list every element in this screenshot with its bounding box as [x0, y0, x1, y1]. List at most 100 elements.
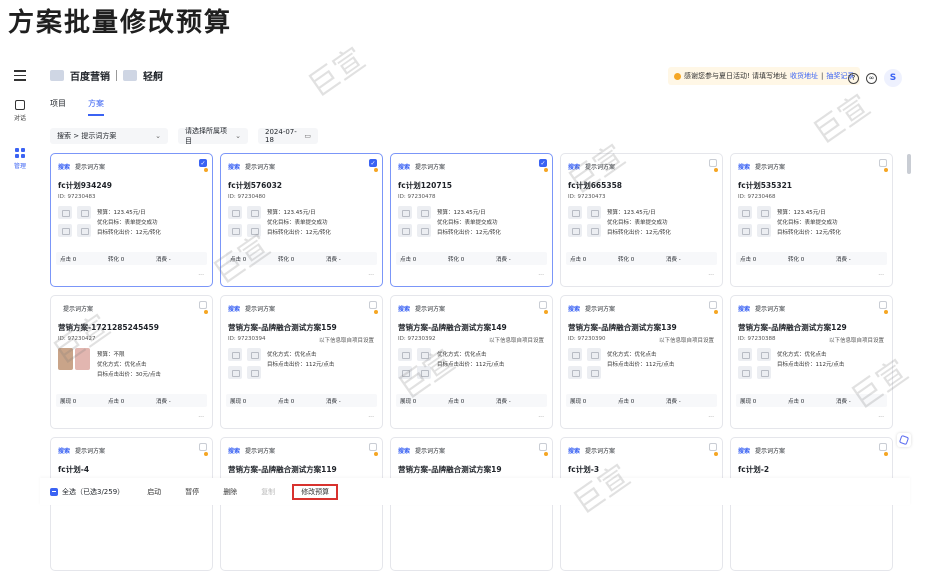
brand-logo: [50, 70, 64, 81]
stat-item: 点击 0: [788, 398, 805, 405]
help-icon[interactable]: ?: [848, 72, 859, 84]
plan-type-tag: 提示词方案: [63, 306, 94, 313]
status-dot: [714, 168, 718, 172]
card-checkbox[interactable]: [369, 443, 377, 451]
plan-name: fc计划-3: [568, 465, 600, 474]
delete-button[interactable]: 删除: [223, 487, 238, 496]
stat-item: 展现 0: [60, 398, 77, 405]
card-checkbox[interactable]: [709, 443, 717, 451]
stat-item: 展现 0: [230, 398, 247, 405]
creative-thumbnails: [738, 206, 771, 237]
address-link[interactable]: 收货地址: [790, 72, 819, 80]
plan-name: 营销方案-品牌融合测试方案149: [398, 323, 507, 332]
link-icon[interactable]: ∞: [866, 72, 877, 84]
edit-budget-button[interactable]: 修改预算: [292, 483, 339, 500]
plan-settings: 预算：不限优化方式：优化点击目标点击出价：30元/点击: [97, 350, 161, 380]
more-icon[interactable]: ···: [708, 414, 714, 421]
pause-button[interactable]: 暂停: [185, 487, 200, 496]
select-all-checkbox[interactable]: 全选（已选3/259）: [50, 487, 124, 497]
plan-settings: 优化方式：优化点击目标点击出价：112元/点击: [267, 350, 334, 370]
plan-name: 营销方案-品牌融合测试方案159: [228, 323, 337, 332]
tab-project[interactable]: 项目: [50, 99, 66, 108]
stat-item: 消费 -: [156, 398, 171, 405]
plan-type-tag: 提示词方案: [415, 448, 446, 455]
project-select[interactable]: 请选择所属项目 ⌄: [178, 127, 248, 145]
status-dot: [884, 310, 888, 314]
checkbox-indeterminate-icon: [50, 487, 58, 496]
plan-type-tag: 提示词方案: [585, 306, 616, 313]
plan-type-tag: 提示词方案: [415, 306, 446, 313]
card-header: 搜索提示词方案: [398, 304, 445, 313]
lottery-record-link[interactable]: 抽奖记录: [826, 72, 855, 80]
more-icon[interactable]: ···: [878, 414, 884, 421]
creative-thumbnails: [228, 206, 261, 237]
card-header: 搜索提示词方案: [568, 446, 615, 455]
nav-item-manage[interactable]: 管理: [0, 148, 40, 170]
tab-plan[interactable]: 方案: [88, 98, 104, 116]
card-checkbox[interactable]: [879, 159, 887, 167]
plan-name: fc计划576032: [228, 181, 283, 190]
notice-banner: 感谢您参与夏日活动! 请填写地址 收货地址 | 抽奖记录: [668, 67, 861, 85]
image-icon: [417, 206, 431, 219]
date-picker[interactable]: 2024-07-18 ▭: [258, 128, 318, 144]
more-icon[interactable]: ···: [708, 272, 714, 279]
more-icon[interactable]: ···: [368, 414, 374, 421]
more-icon[interactable]: ···: [368, 272, 374, 279]
more-icon[interactable]: ···: [538, 414, 544, 421]
start-button[interactable]: 启动: [147, 487, 162, 496]
settings-note: 以下信息取自项目设置: [828, 338, 884, 344]
card-checkbox[interactable]: ✓: [539, 159, 547, 167]
avatar[interactable]: S: [884, 69, 902, 87]
setting-line: 优化方式：优化点击: [437, 352, 487, 358]
image-icon: [738, 366, 752, 379]
setting-line: 目标转化出价：12元/转化: [97, 230, 161, 236]
card-checkbox[interactable]: [709, 301, 717, 309]
card-checkbox[interactable]: ✓: [199, 159, 207, 167]
card-checkbox[interactable]: [369, 301, 377, 309]
card-checkbox[interactable]: [879, 301, 887, 309]
more-icon[interactable]: ···: [198, 272, 204, 279]
chat-icon: [15, 100, 25, 110]
status-dot: [884, 452, 888, 456]
card-checkbox[interactable]: [539, 443, 547, 451]
more-icon[interactable]: ···: [198, 414, 204, 421]
more-icon[interactable]: ···: [538, 272, 544, 279]
card-checkbox[interactable]: ✓: [369, 159, 377, 167]
card-checkbox[interactable]: [709, 159, 717, 167]
assistant-icon[interactable]: [897, 433, 911, 447]
image-icon: [77, 224, 91, 237]
settings-note: 以下信息取自项目设置: [658, 338, 714, 344]
notice-separator: |: [821, 72, 824, 80]
creative-thumbnails: [58, 348, 90, 370]
plan-name: 营销方案-1721285245459: [58, 323, 159, 332]
card-checkbox[interactable]: [199, 443, 207, 451]
more-icon[interactable]: ···: [878, 272, 884, 279]
creative-thumbnails: [398, 348, 431, 379]
image-icon: [568, 206, 582, 219]
image-icon: [77, 206, 91, 219]
search-filter[interactable]: 搜索 > 提示词方案 ⌄: [50, 128, 168, 144]
copy-button[interactable]: 复制: [261, 487, 276, 496]
card-checkbox[interactable]: [199, 301, 207, 309]
stat-item: 消费 -: [666, 256, 681, 263]
card-checkbox[interactable]: [879, 443, 887, 451]
stat-item: 消费 -: [666, 398, 681, 405]
scrollbar[interactable]: [907, 154, 911, 174]
channel-badge: 搜索: [228, 448, 241, 455]
nav-item-chat[interactable]: 对话: [0, 100, 40, 122]
menu-icon[interactable]: [14, 70, 26, 81]
image-icon: [417, 348, 431, 361]
setting-line: 预算：123.45元/日: [437, 210, 486, 216]
card-checkbox[interactable]: [539, 301, 547, 309]
